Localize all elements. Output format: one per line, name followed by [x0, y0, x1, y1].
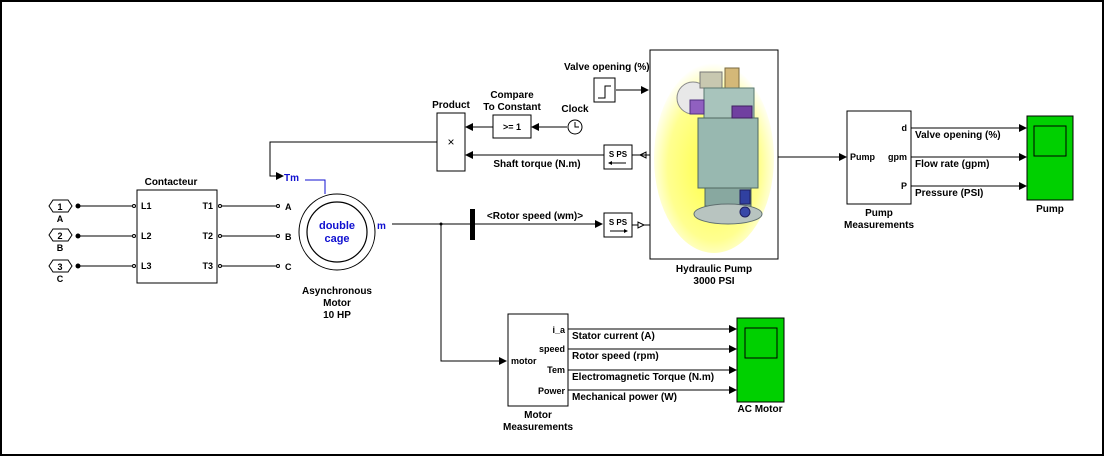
inport-b-number: 2 — [57, 231, 62, 241]
motor-signal-power-label: Mechanical power (W) — [572, 392, 677, 403]
inport-wires — [75, 203, 136, 269]
pump-measurements-port-p: P — [901, 181, 907, 191]
compare-text: >= 1 — [503, 122, 521, 132]
inport-b[interactable]: 2 B — [48, 228, 73, 253]
hydraulic-pump-block[interactable]: Hydraulic Pump 3000 PSI — [649, 49, 779, 287]
inport-c-label: C — [57, 274, 64, 284]
compare-title-line1: Compare — [490, 90, 534, 101]
motor-measurements-port-power: Power — [538, 386, 566, 396]
pump-scope-screen-icon — [1033, 125, 1067, 157]
motor-output-wires — [392, 222, 507, 365]
bus-selector-bar[interactable] — [470, 209, 475, 240]
motor-caption-line3: 10 HP — [323, 310, 351, 321]
motor-caption-line1: Asynchronous — [302, 286, 372, 297]
motor-signal-wires: Stator current (A) Rotor speed (rpm) Ele… — [568, 325, 737, 403]
control-wires: Shaft torque (N.m) — [269, 123, 605, 180]
pump-signal-flow-label: Flow rate (gpm) — [915, 159, 989, 170]
ac-motor-scope-screen-icon — [744, 327, 778, 359]
motor-caption-line2: Motor — [323, 298, 351, 309]
contactor-title: Contacteur — [145, 177, 198, 188]
pump-caption-line2: 3000 PSI — [693, 276, 734, 287]
pump-measurements-port-gpm: gpm — [888, 152, 907, 162]
inport-a[interactable]: 1 A — [48, 199, 73, 224]
motor-inner-ring — [306, 201, 368, 263]
motor-measurements-input-port: motor — [511, 356, 537, 366]
rotor-speed-signal: <Rotor speed (wm)> — [475, 211, 603, 228]
compare-title-line2: To Constant — [483, 102, 541, 113]
contactor-port-t1: T1 — [202, 201, 213, 211]
motor-output-port-label: m — [377, 221, 386, 232]
pump-scope-caption: Pump — [1036, 204, 1064, 215]
motor-measurements-port-ia: i_a — [552, 325, 566, 335]
motor-port-b: B — [285, 232, 292, 242]
motor-inner-line2: cage — [324, 233, 349, 245]
motor-measurements-port-speed: speed — [539, 344, 565, 354]
inport-a-label: A — [57, 214, 64, 224]
shaft-torque-label: Shaft torque (N.m) — [493, 159, 580, 170]
inport-a-number: 1 — [57, 202, 62, 212]
rotor-speed-label: <Rotor speed (wm)> — [487, 211, 583, 222]
pump-signal-wires: Valve opening (%) Flow rate (gpm) Pressu… — [911, 124, 1027, 199]
pump-measurements-caption-line1: Pump — [865, 208, 893, 219]
motor-port-c: C — [285, 262, 292, 272]
motor-measurements-port-tem: Tem — [547, 365, 565, 375]
inport-c-number: 3 — [57, 262, 62, 272]
s-ps-speed-text: S PS — [609, 218, 628, 227]
inport-b-label: B — [57, 243, 64, 253]
s-ps-converter-speed[interactable]: S PS — [603, 212, 650, 238]
asynchronous-motor-block[interactable]: A B C double cage m Tm Asynchronous Moto… — [284, 173, 386, 321]
pump-illustration — [676, 67, 763, 225]
product-title: Product — [432, 100, 470, 111]
motor-input-port-label: Tm — [284, 173, 299, 184]
product-block[interactable]: Product × — [432, 100, 471, 172]
ac-motor-scope-block[interactable]: AC Motor — [736, 317, 785, 415]
motor-inner-line1: double — [319, 220, 355, 232]
valve-opening-source[interactable]: Valve opening (%) — [564, 62, 650, 103]
pump-scope-block[interactable]: Pump — [1026, 115, 1074, 215]
pump-measurements-block[interactable]: Pump d gpm P Pump Measurements — [844, 110, 914, 231]
pump-measurements-input-port: Pump — [850, 152, 876, 162]
contactor-port-l3: L3 — [141, 261, 152, 271]
contactor-port-l2: L2 — [141, 231, 152, 241]
clock-block[interactable]: Clock — [561, 104, 589, 135]
pump-caption-line1: Hydraulic Pump — [676, 264, 752, 275]
contactor-port-l1: L1 — [141, 201, 152, 211]
contactor-motor-wires — [218, 204, 280, 268]
clock-title: Clock — [561, 104, 589, 115]
ac-motor-scope-caption: AC Motor — [738, 404, 783, 415]
pump-signal-valve-label: Valve opening (%) — [915, 130, 1001, 141]
motor-port-a: A — [285, 202, 292, 212]
motor-signal-torque-label: Electromagnetic Torque (N.m) — [572, 372, 714, 383]
pump-measurements-port-d: d — [902, 123, 908, 133]
ps-s-torque-text: S PS — [609, 150, 628, 159]
inport-c[interactable]: 3 C — [48, 259, 73, 284]
motor-signal-speed-label: Rotor speed (rpm) — [572, 351, 659, 362]
ps-s-converter-torque[interactable]: S PS — [603, 144, 650, 170]
contactor-port-t2: T2 — [202, 231, 213, 241]
motor-measurements-caption-line1: Motor — [524, 410, 552, 421]
contactor-block[interactable]: Contacteur L1 L2 L3 T1 T2 T3 — [136, 177, 218, 284]
contactor-port-t3: T3 — [202, 261, 213, 271]
motor-signal-stator-label: Stator current (A) — [572, 331, 655, 342]
pump-signal-pressure-label: Pressure (PSI) — [915, 188, 983, 199]
motor-measurements-block[interactable]: motor i_a speed Tem Power Motor Measurem… — [503, 313, 573, 433]
motor-measurements-caption-line2: Measurements — [503, 422, 573, 433]
pump-measurements-caption-line2: Measurements — [844, 220, 914, 231]
valve-opening-source-label: Valve opening (%) — [564, 62, 650, 73]
product-symbol: × — [447, 135, 454, 149]
